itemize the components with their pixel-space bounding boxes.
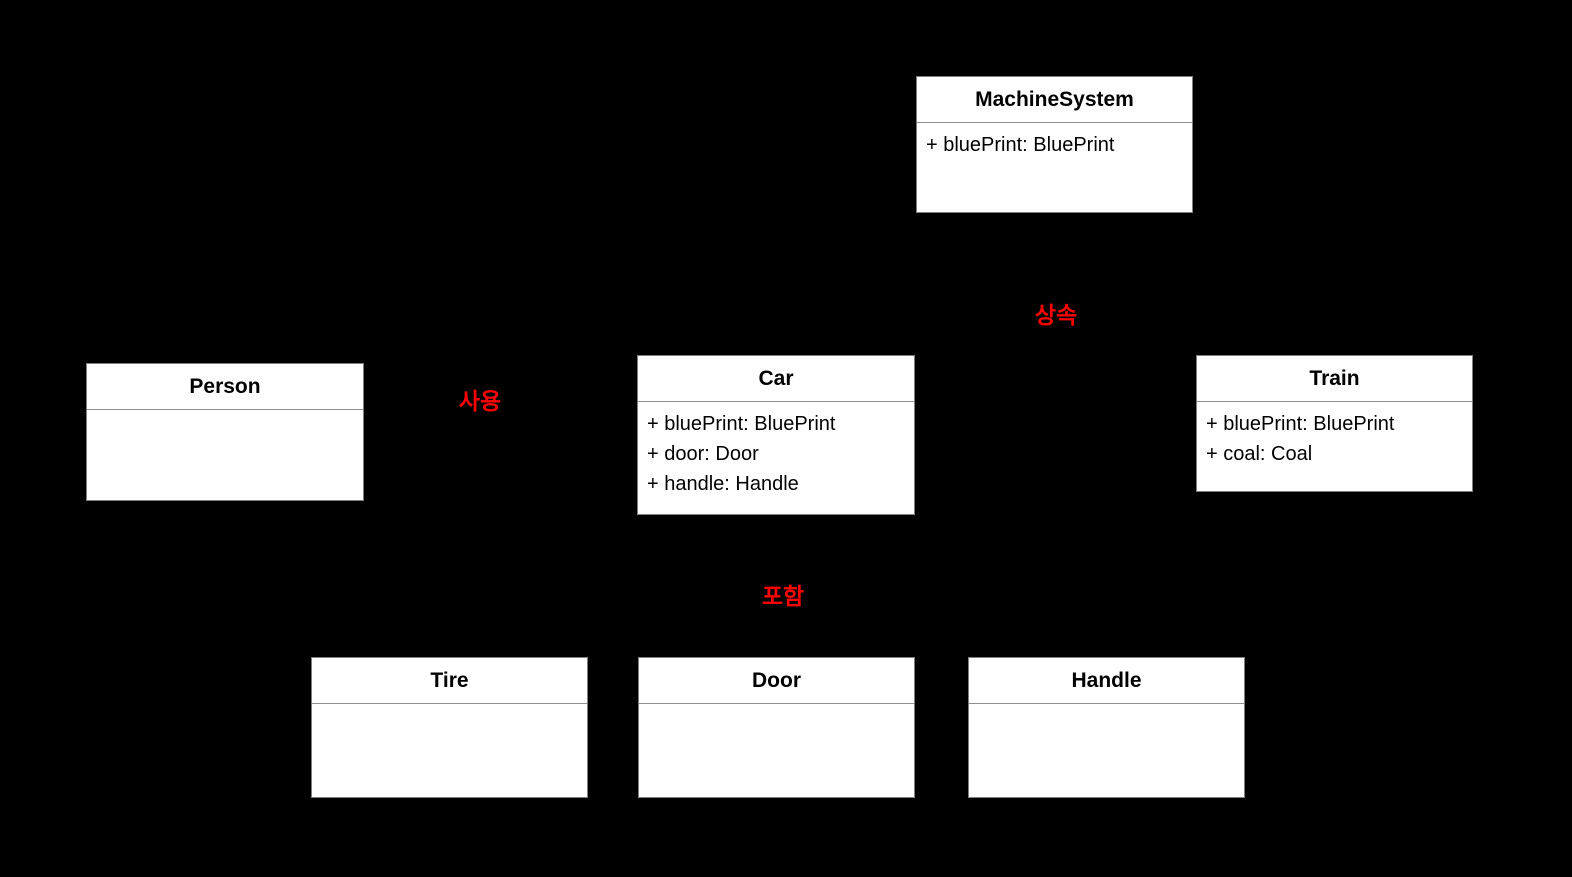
class-box-tire: Tire [311, 657, 588, 798]
class-title: Handle [969, 658, 1244, 704]
class-box-person: Person [86, 363, 364, 501]
class-body [969, 704, 1244, 718]
class-title: Car [638, 356, 914, 402]
class-box-door: Door [638, 657, 915, 798]
relation-label-use: 사용 [458, 388, 502, 414]
class-title: Train [1197, 356, 1472, 402]
class-title: Tire [312, 658, 587, 704]
class-attribute: + bluePrint: BluePrint [647, 413, 836, 435]
class-title: Person [87, 364, 363, 410]
class-attribute: + bluePrint: BluePrint [926, 134, 1115, 156]
class-title: MachineSystem [917, 77, 1192, 123]
relation-label-inheritance: 상속 [1034, 302, 1078, 328]
class-attribute: + handle: Handle [647, 473, 799, 495]
class-box-train: Train + bluePrint: BluePrint + coal: Coal [1196, 355, 1473, 492]
class-body [639, 704, 914, 718]
class-box-machinesystem: MachineSystem + bluePrint: BluePrint [916, 76, 1193, 213]
class-body: + bluePrint: BluePrint + coal: Coal [1197, 402, 1472, 476]
class-attribute: + coal: Coal [1206, 443, 1313, 465]
relation-label-containment: 포함 [761, 583, 805, 609]
class-body [312, 704, 587, 718]
class-title: Door [639, 658, 914, 704]
class-box-car: Car + bluePrint: BluePrint+ door: Door+ … [637, 355, 915, 515]
class-box-handle: Handle [968, 657, 1245, 798]
class-body: + bluePrint: BluePrint [917, 123, 1192, 167]
class-attribute: + door: Door [647, 443, 759, 465]
class-body: + bluePrint: BluePrint + door: Door + hand… [638, 402, 914, 506]
class-body [87, 410, 363, 424]
class-attribute: + bluePrint: BluePrint [1206, 413, 1395, 435]
